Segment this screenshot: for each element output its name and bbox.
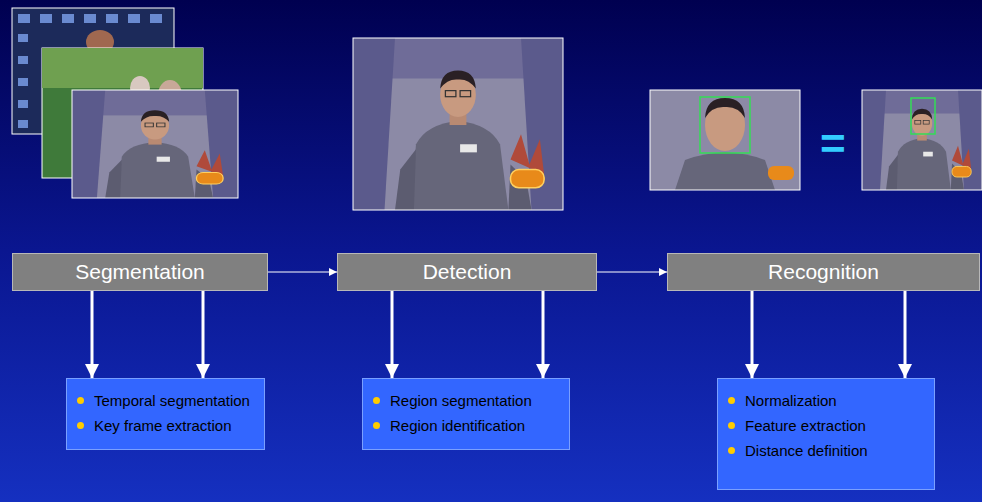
bullet-item: Key frame extraction — [77, 413, 252, 438]
bullet-item: Region segmentation — [373, 388, 557, 413]
stage-title: Recognition — [768, 260, 879, 284]
bullet-dot — [728, 447, 735, 454]
bullet-dot — [728, 422, 735, 429]
equals-sign: = — [820, 122, 846, 166]
stage-box: Recognition — [667, 253, 980, 291]
bullet-dot — [728, 397, 735, 404]
step-text: Feature extraction — [745, 417, 866, 434]
bullet-item: Temporal segmentation — [77, 388, 252, 413]
down-arrow — [904, 291, 907, 378]
key-frame — [353, 38, 563, 210]
bullet-item: Region identification — [373, 413, 557, 438]
step-list-box: NormalizationFeature extractionDistance … — [717, 378, 935, 490]
bullet-item: Normalization — [728, 388, 922, 413]
bullet-item: Feature extraction — [728, 413, 922, 438]
bullet-dot — [373, 422, 380, 429]
step-text: Region identification — [390, 417, 525, 434]
step-text: Key frame extraction — [94, 417, 232, 434]
stage-box: Detection — [337, 253, 597, 291]
flow-arrow — [268, 272, 337, 273]
matched-frame — [862, 90, 982, 190]
face-image — [650, 90, 800, 190]
down-arrow — [91, 291, 94, 378]
bullet-item: Distance definition — [728, 438, 922, 463]
bullet-dot — [373, 397, 380, 404]
stage-title: Segmentation — [75, 260, 205, 284]
step-text: Temporal segmentation — [94, 392, 250, 409]
down-arrow — [751, 291, 754, 378]
step-list-box: Region segmentationRegion identification — [362, 378, 570, 450]
video-frame — [72, 90, 238, 198]
down-arrow — [202, 291, 205, 378]
step-text: Distance definition — [745, 442, 868, 459]
down-arrow — [391, 291, 394, 378]
flow-arrow — [597, 272, 667, 273]
down-arrow — [542, 291, 545, 378]
step-list-box: Temporal segmentationKey frame extractio… — [66, 378, 265, 450]
stage-box: Segmentation — [12, 253, 268, 291]
stage-title: Detection — [423, 260, 512, 284]
step-text: Normalization — [745, 392, 837, 409]
bullet-dot — [77, 422, 84, 429]
bullet-dot — [77, 397, 84, 404]
step-text: Region segmentation — [390, 392, 532, 409]
